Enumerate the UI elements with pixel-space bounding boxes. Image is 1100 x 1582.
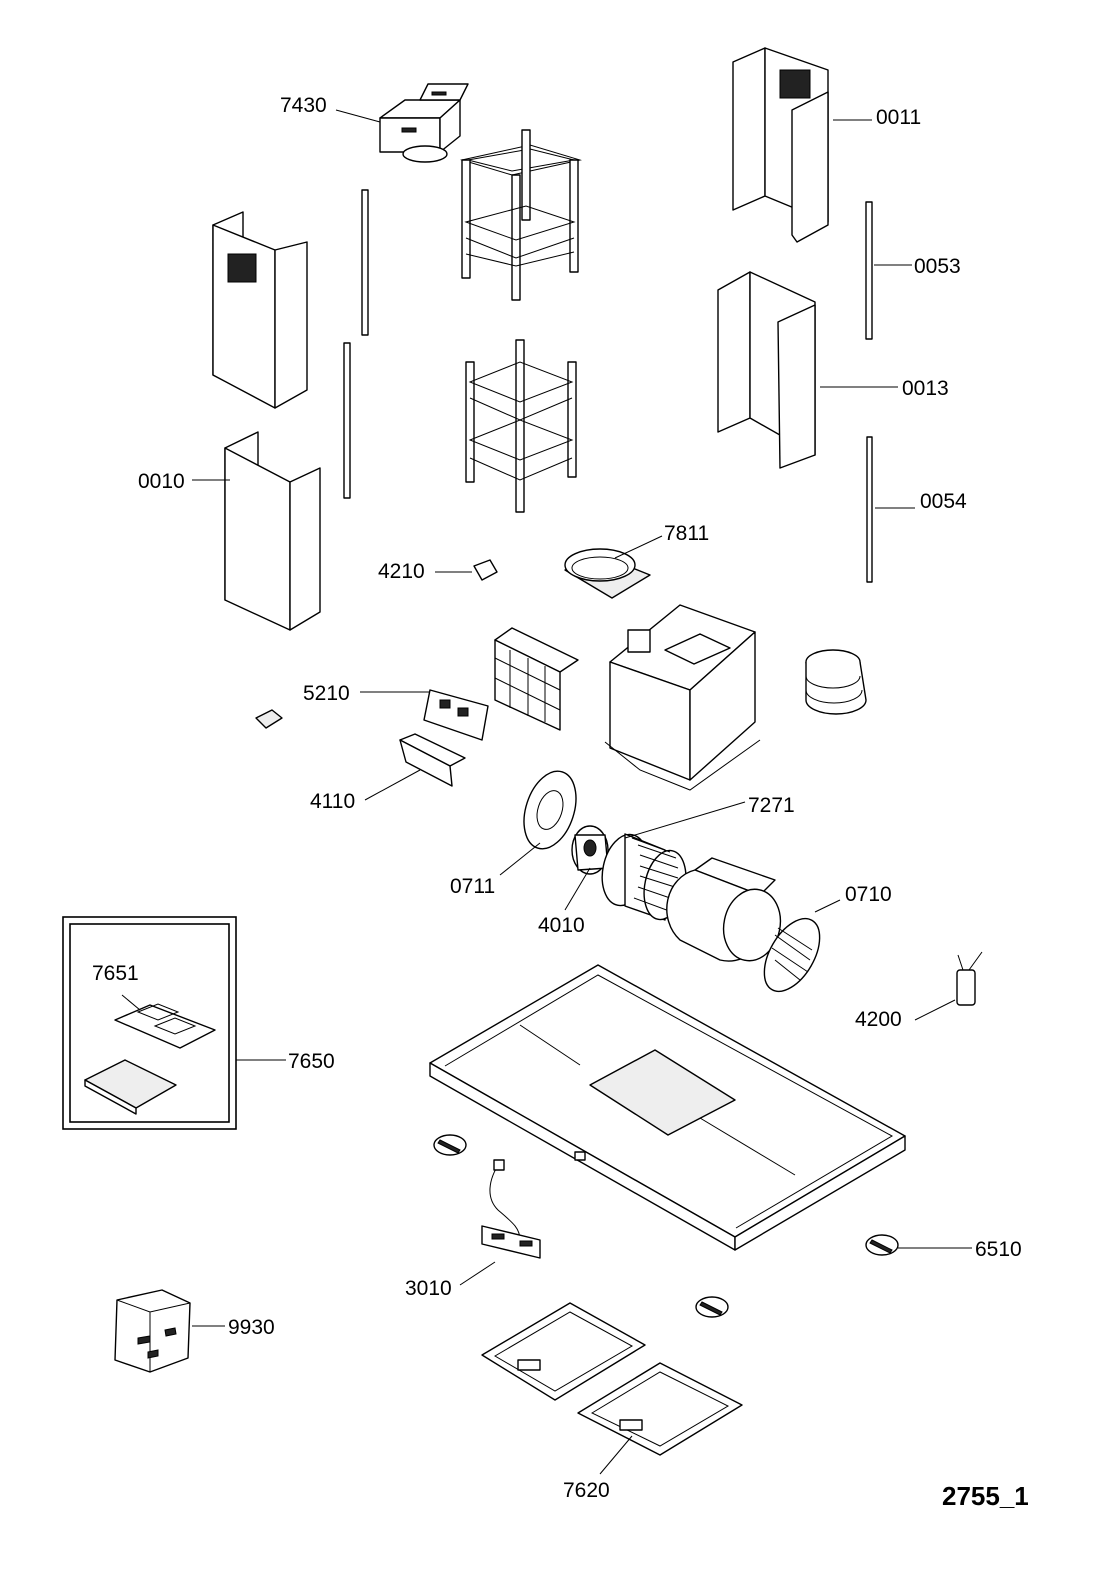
callout-7651: 7651: [92, 962, 139, 985]
part-6510-knob-right: [865, 1234, 899, 1256]
part-strip-left-lower: [343, 342, 351, 499]
callout-9930: 9930: [228, 1316, 275, 1339]
part-5210-control-board: [423, 689, 489, 741]
callout-0054: 0054: [920, 490, 967, 513]
callout-3010: 3010: [405, 1277, 452, 1300]
part-strip-left-upper: [361, 189, 369, 336]
callout-4010: 4010: [538, 914, 585, 937]
part-3010-light-unit: [481, 1159, 541, 1259]
callout-4110: 4110: [310, 790, 355, 813]
callout-0053: 0053: [914, 255, 961, 278]
part-6510-knob-bottom: [695, 1296, 729, 1318]
part-lower-frame: [465, 339, 577, 513]
part-0011-chimney-cover: [732, 47, 829, 243]
part-chimney-cover-upper-left: [212, 211, 308, 409]
callout-7620: 7620: [563, 1479, 610, 1502]
callout-0010: 0010: [138, 470, 185, 493]
callout-4200: 4200: [855, 1008, 902, 1031]
part-7271-blower-wheel: [601, 833, 687, 921]
leader-lines: [121, 109, 972, 1475]
part-0711-housing-plate: [523, 770, 577, 850]
callout-0011: 0011: [876, 106, 921, 129]
diagram-reference: 2755_1: [942, 1481, 1029, 1511]
part-7650-carbon-filter-kit: [62, 916, 237, 1130]
callout-5210: 5210: [303, 682, 350, 705]
part-0013-chimney-cover: [717, 271, 816, 469]
part-4010-motor: [571, 825, 609, 875]
part-0710-grille: [763, 917, 821, 993]
callout-labels: 7430 0011 0053 0013 0054 0010 4210 7811 …: [92, 94, 1029, 1511]
callout-7811: 7811: [664, 522, 709, 545]
part-4110-channel: [399, 733, 466, 787]
part-small-clip: [255, 709, 283, 729]
part-0010-chimney-cover: [224, 431, 321, 631]
part-7620-filter-left: [481, 1302, 646, 1401]
callout-7271: 7271: [748, 794, 795, 817]
part-motor-housing-box: [604, 604, 761, 791]
callout-6510: 6510: [975, 1238, 1022, 1261]
part-4200-capacitor: [956, 951, 983, 1006]
part-4210-clip: [473, 559, 498, 581]
part-0054-strip: [866, 436, 873, 583]
part-6510-knob-left: [433, 1134, 467, 1156]
part-hood-body: [429, 964, 906, 1251]
part-transition-ring: [805, 649, 867, 715]
part-9930-hardware-bag: [114, 1289, 191, 1373]
callout-0711: 0711: [450, 875, 495, 898]
callout-7650: 7650: [288, 1050, 335, 1073]
part-scroll-housing: [666, 857, 782, 962]
part-grease-filter-grid: [494, 627, 579, 731]
part-7430-duct-connector: [379, 83, 469, 163]
callout-0710: 0710: [845, 883, 892, 906]
part-0053-strip: [865, 201, 873, 340]
part-upper-frame: [460, 129, 582, 301]
part-7620-filter-right: [577, 1362, 743, 1456]
callout-4210: 4210: [378, 560, 425, 583]
part-7811-ring-plate: [564, 548, 651, 599]
callout-0013: 0013: [902, 377, 949, 400]
callout-7430: 7430: [280, 94, 327, 117]
